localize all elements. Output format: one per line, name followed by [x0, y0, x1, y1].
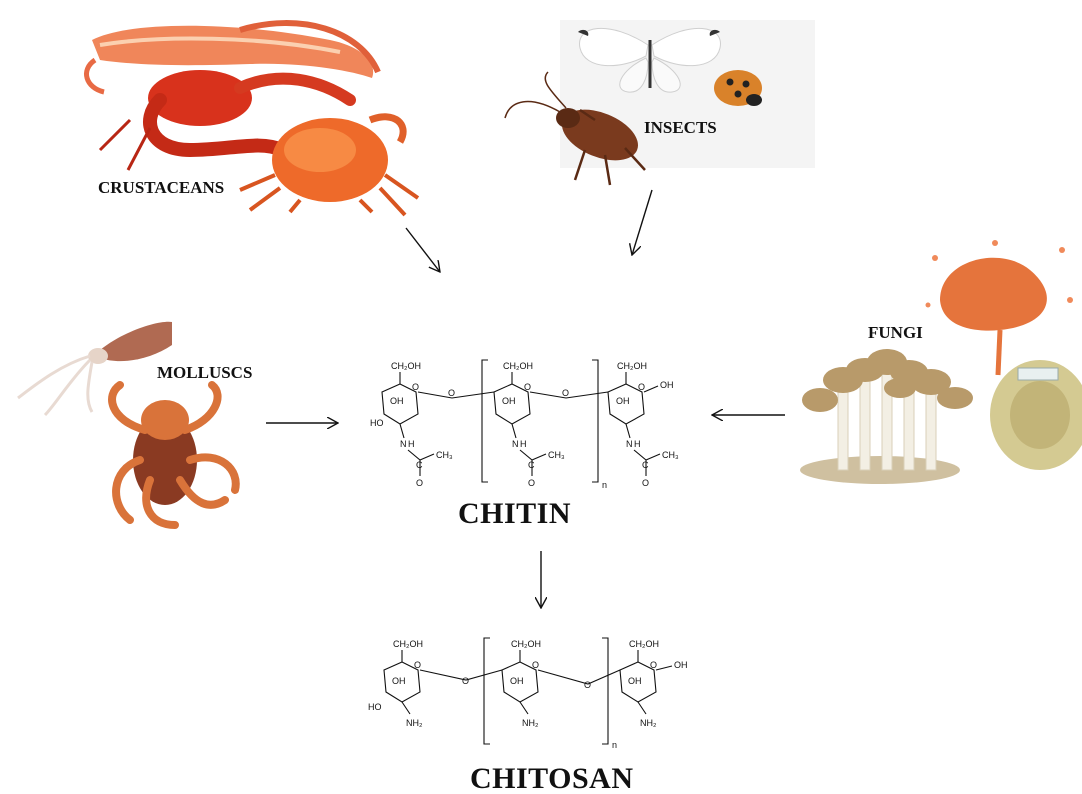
chitin-mid-carbonyl-o: O [528, 478, 535, 488]
chitin-bridge-o-1: O [448, 388, 455, 398]
chitosan-right-nh2: NH₂ [640, 718, 657, 728]
chitosan-mid-ch2oh: CH₂OH [511, 639, 541, 649]
chitosan-bridge-o-2: O [584, 680, 591, 690]
chitosan-mid-ring-o: O [532, 660, 539, 670]
chitosan-structure: n CH₂OH OH HO O NH₂ O CH₂OH OH O NH₂ O [362, 634, 712, 754]
chitosan-right-terminal-oh: OH [674, 660, 688, 670]
chitin-bridge-o-2: O [562, 388, 569, 398]
chitin-right-ring-o: O [638, 382, 645, 392]
chitin-left-ch2oh: CH₂OH [391, 361, 421, 371]
chitosan-left-nh2: NH₂ [406, 718, 423, 728]
chitin-left-ring-o: O [412, 382, 419, 392]
chitin-mid-h: H [520, 439, 527, 449]
chitosan-right-ring-o: O [650, 660, 657, 670]
chitosan-bridge-o-1: O [462, 676, 469, 686]
chitin-mid-ch3: CH₃ [548, 450, 565, 460]
crustaceans-label: CRUSTACEANS [98, 178, 224, 198]
chitosan-left-ho: HO [368, 702, 382, 712]
chitin-right-ch3: CH₃ [662, 450, 679, 460]
chitosan-left-ch2oh: CH₂OH [393, 639, 423, 649]
chitin-right-n: N [626, 439, 633, 449]
insects-image [505, 20, 815, 185]
chitosan-right-ch2oh: CH₂OH [629, 639, 659, 649]
chitosan-mid-ring: CH₂OH OH O NH₂ [502, 639, 541, 728]
chitin-left-ho: HO [370, 418, 384, 428]
chitosan-mid-nh2: NH₂ [522, 718, 539, 728]
chitosan-right-oh: OH [628, 676, 642, 686]
chitin-mid-n: N [512, 439, 519, 449]
chitin-right-terminal-oh: OH [660, 380, 674, 390]
chitin-right-ring: CH₂OH OH OH O N H C CH₃ O [608, 361, 679, 488]
chitin-mid-oh: OH [502, 396, 516, 406]
molluscs-image [18, 322, 236, 525]
chitin-right-ch2oh: CH₂OH [617, 361, 647, 371]
arrow-crustaceans-to-chitin [406, 228, 440, 272]
chitin-mid-ch2oh: CH₂OH [503, 361, 533, 371]
chitin-left-carbonyl-o: O [416, 478, 423, 488]
insects-label: INSECTS [644, 118, 717, 138]
arrow-insects-to-chitin [632, 190, 652, 255]
chitin-left-ch3: CH₃ [436, 450, 453, 460]
chitosan-repeat-n: n [612, 740, 617, 750]
chitosan-left-ring: CH₂OH OH HO O NH₂ [368, 639, 423, 728]
chitin-right-oh: OH [616, 396, 630, 406]
molluscs-label: MOLLUSCS [157, 363, 252, 383]
chitin-left-oh: OH [390, 396, 404, 406]
chitosan-right-ring: CH₂OH OH OH O NH₂ [620, 639, 688, 728]
chitosan-title: CHITOSAN [470, 762, 634, 794]
chitin-structure: n CH₂OH OH HO O N H C CH₃ O O CH₂OH OH [360, 352, 710, 492]
chitin-right-h: H [634, 439, 641, 449]
chitosan-mid-oh: OH [510, 676, 524, 686]
chitin-repeat-n: n [602, 480, 607, 490]
chitosan-left-oh: OH [392, 676, 406, 686]
fungi-image [800, 240, 1082, 484]
fungi-label: FUNGI [868, 323, 923, 343]
chitin-left-ring: CH₂OH OH HO O N H C CH₃ O [370, 361, 453, 488]
chitin-title: CHITIN [458, 497, 571, 531]
chitin-mid-ring: CH₂OH OH O N H C CH₃ O [494, 361, 565, 488]
chitin-left-h: H [408, 439, 415, 449]
chitin-right-carbonyl-o: O [642, 478, 649, 488]
chitosan-left-ring-o: O [414, 660, 421, 670]
chitin-left-n: N [400, 439, 407, 449]
chitin-mid-ring-o: O [524, 382, 531, 392]
